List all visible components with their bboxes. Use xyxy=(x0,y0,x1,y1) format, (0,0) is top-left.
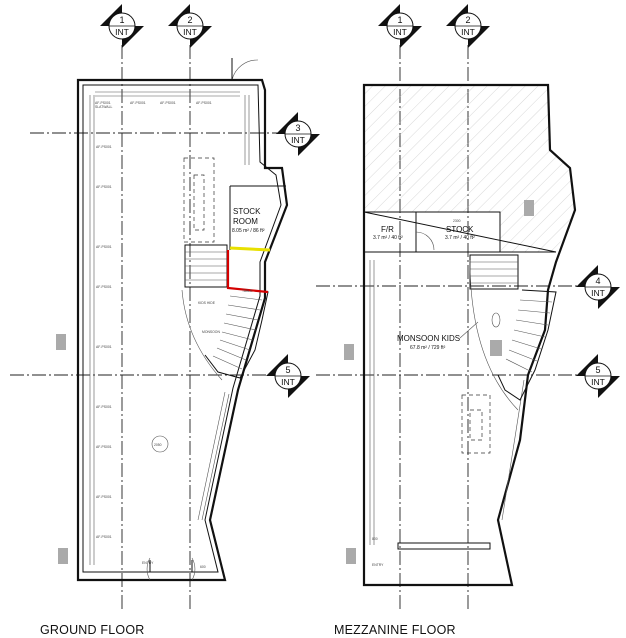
svg-text:AF-PS001: AF-PS001 xyxy=(96,245,112,249)
svg-text:AF-PS001: AF-PS001 xyxy=(95,101,111,105)
monsoon-kids-area: 67.8 m² / 729 ft² xyxy=(410,345,446,351)
svg-text:5: 5 xyxy=(595,365,600,375)
svg-text:2: 2 xyxy=(465,15,470,25)
stock-room-name-2: ROOM xyxy=(233,217,258,226)
svg-text:AF-PS001: AF-PS001 xyxy=(130,101,146,105)
mezzanine-floor-title: MEZZANINE FLOOR xyxy=(334,623,456,637)
ground-floor-plan: AF-PS001 SLATWALL AF-PS001 AF-PS001 AF-P… xyxy=(56,58,289,582)
grid-tag-mz-2: 2 INT xyxy=(446,4,490,48)
grid-tags: 1 INT 2 INT 3 INT 5 INT 1 xyxy=(100,4,620,398)
mezzanine-stair xyxy=(469,254,557,411)
svg-text:AF-PS001: AF-PS001 xyxy=(96,285,112,289)
label-800: 800 xyxy=(372,537,378,541)
svg-text:INT: INT xyxy=(281,377,295,387)
svg-text:INT: INT xyxy=(291,135,305,145)
svg-text:AF-PS001: AF-PS001 xyxy=(96,145,112,149)
label-2300: 2300 xyxy=(453,219,461,223)
svg-text:3: 3 xyxy=(295,123,300,133)
grid-tag-mz-4: 4 INT xyxy=(576,265,620,309)
svg-text:INT: INT xyxy=(393,27,407,37)
svg-text:1: 1 xyxy=(119,15,124,25)
label-600: 600 xyxy=(200,565,206,569)
svg-text:INT: INT xyxy=(591,377,605,387)
stock-room-area: 8.05 m² / 86 ft² xyxy=(232,228,265,234)
label-slatwall: SLATWALL xyxy=(95,105,112,109)
svg-text:AF-PS001: AF-PS001 xyxy=(96,405,112,409)
grid-lines xyxy=(10,45,580,610)
label-table: TABLE xyxy=(242,289,253,293)
svg-text:AF-PS001: AF-PS001 xyxy=(96,535,112,539)
svg-text:INT: INT xyxy=(591,288,605,298)
svg-text:AF-PS001: AF-PS001 xyxy=(96,445,112,449)
mezz-stock-name: STOCK xyxy=(446,225,474,234)
fr-room-area: 3.7 m² / 40 ft² xyxy=(373,235,403,241)
svg-text:5: 5 xyxy=(285,365,290,375)
highlight-red xyxy=(226,250,269,294)
grid-tag-gf-5: 5 INT xyxy=(266,354,310,398)
svg-text:AF-PS001: AF-PS001 xyxy=(96,345,112,349)
svg-text:4: 4 xyxy=(595,276,600,286)
monsoon-kids-name: MONSOON KIDS xyxy=(397,334,460,343)
fr-room-name: F/R xyxy=(381,225,394,234)
svg-text:1: 1 xyxy=(397,15,402,25)
label-kids-hide: KIDS HIDE xyxy=(198,301,216,305)
grid-tag-gf-2: 2 INT xyxy=(168,4,212,48)
highlight-yellow xyxy=(229,246,271,252)
svg-text:INT: INT xyxy=(115,27,129,37)
svg-text:AF-PS001: AF-PS001 xyxy=(196,101,212,105)
label-entry-mezz: ENTRY xyxy=(372,563,384,567)
svg-text:AF-PS001: AF-PS001 xyxy=(160,101,176,105)
label-2050: 2050 xyxy=(154,443,162,447)
svg-text:INT: INT xyxy=(461,27,475,37)
svg-text:AF-PS001: AF-PS001 xyxy=(96,185,112,189)
svg-text:AF-PS001: AF-PS001 xyxy=(96,495,112,499)
ground-floor-title: GROUND FLOOR xyxy=(40,623,145,637)
label-monsoon: MONSOON xyxy=(202,330,220,334)
svg-text:2: 2 xyxy=(187,15,192,25)
mezzanine-floor-plan: 2300 800 ENTRY F/R 3.7 m² / 40 ft² STOCK… xyxy=(344,83,577,587)
grid-tag-mz-5: 5 INT xyxy=(576,354,620,398)
grid-tag-mz-1: 1 INT xyxy=(378,4,422,48)
mezz-stock-area: 3.7 m² / 40 ft² xyxy=(445,235,475,241)
grid-tag-gf-1: 1 INT xyxy=(100,4,144,48)
stock-room-name-1: STOCK xyxy=(233,207,261,216)
label-entry-ground: ENTRY xyxy=(142,561,154,565)
grid-tag-gf-3: 3 INT xyxy=(276,112,320,156)
svg-text:INT: INT xyxy=(183,27,197,37)
